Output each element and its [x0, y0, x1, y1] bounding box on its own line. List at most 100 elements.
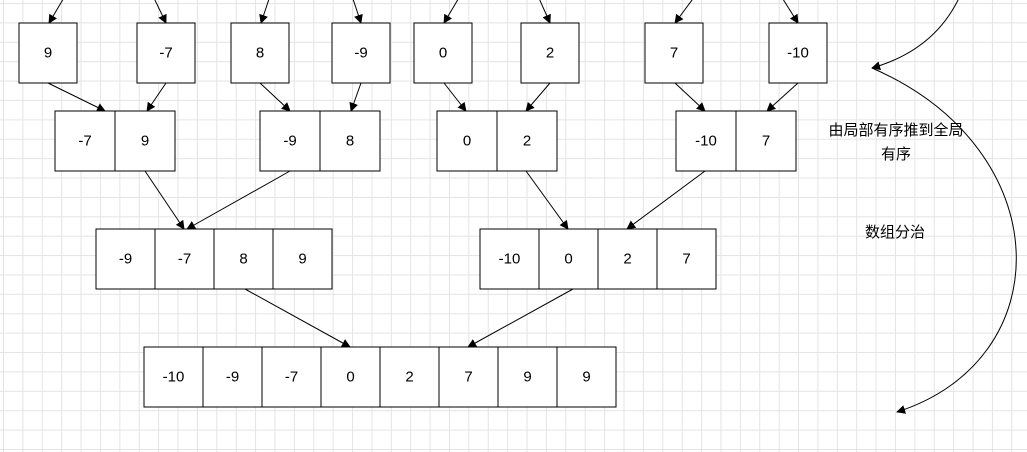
array-cell: [114, 110, 176, 172]
incoming-arrow: [352, 0, 363, 24]
merge-arrow: [349, 82, 362, 112]
array-cell: [496, 110, 558, 172]
cell-value: 2: [623, 251, 631, 268]
array-group: 9: [18, 22, 78, 84]
cell-value: 2: [523, 133, 531, 150]
merge-arrow: [766, 82, 799, 112]
cell-value: -9: [119, 251, 132, 268]
array-cell: [675, 110, 737, 172]
cell-value: 8: [256, 45, 264, 62]
array-cell: [597, 228, 658, 290]
cell-value: 2: [405, 369, 413, 386]
array-cell: [136, 22, 196, 84]
array-group: -9 8: [259, 110, 381, 172]
array-cell: [436, 110, 498, 172]
cell-value: -10: [695, 133, 717, 150]
array-cell: [497, 346, 558, 408]
incoming-arrow: [48, 0, 64, 24]
cell-value: 0: [439, 45, 447, 62]
merge-arrow: [525, 82, 551, 112]
array-cell: [656, 228, 717, 290]
array-cell: [18, 22, 78, 84]
array-cell: [768, 22, 828, 84]
annotation-divide-and-conquer: 数组分治: [864, 224, 925, 241]
annotation-local-to-global: 由局部有序推到全局有序: [828, 122, 964, 163]
array-group: -9: [331, 22, 391, 84]
array-cell: [520, 22, 580, 84]
cell-value: -9: [354, 45, 367, 62]
merge-arrow: [259, 82, 291, 112]
cell-value: 7: [670, 45, 678, 62]
incoming-arrow: [674, 0, 693, 24]
array-cell: [272, 228, 333, 290]
merge-arrow: [674, 82, 706, 112]
array-cell: [331, 22, 391, 84]
merge-arrow: [244, 288, 351, 348]
cell-value: 7: [682, 251, 690, 268]
incoming-arrow: [259, 0, 270, 24]
cell-value: 0: [463, 133, 471, 150]
cell-value: 2: [546, 45, 554, 62]
array-group: 2: [520, 22, 580, 84]
array-cell: [438, 346, 499, 408]
array-cell: [95, 228, 156, 290]
cell-value: -10: [499, 251, 521, 268]
array-cell: [54, 110, 116, 172]
cell-value: -7: [159, 45, 172, 62]
array-group: 8: [230, 22, 290, 84]
cell-value: 9: [141, 133, 149, 150]
merge-arrow: [186, 170, 291, 230]
array-group: -7: [136, 22, 196, 84]
array-group: 7: [644, 22, 704, 84]
merge-arrow: [525, 170, 569, 230]
array-cell: [479, 228, 540, 290]
array-cell: [213, 228, 274, 290]
right-curve-arrow: [871, 0, 959, 71]
merge-arrow: [144, 170, 185, 230]
array-group: -10: [768, 22, 828, 84]
array-group: -10 0 2 7: [479, 228, 717, 290]
cell-value: 8: [346, 133, 354, 150]
incoming-arrow: [782, 0, 799, 24]
array-cell: [202, 346, 263, 408]
cell-value: -7: [285, 369, 298, 386]
array-cell: [154, 228, 215, 290]
cell-value: -10: [163, 369, 185, 386]
array-cell: [644, 22, 704, 84]
array-cell: [379, 346, 440, 408]
cell-value: 0: [346, 369, 354, 386]
merge-arrow: [443, 82, 467, 112]
cell-value: 0: [564, 251, 572, 268]
merge-arrow: [47, 82, 106, 112]
incoming-arrow: [539, 0, 551, 24]
cell-value: -7: [78, 133, 91, 150]
cell-value: 7: [464, 369, 472, 386]
cell-value: 9: [298, 251, 306, 268]
array-cell: [735, 110, 797, 172]
cell-value: 8: [239, 251, 247, 268]
cell-value: 9: [523, 369, 531, 386]
merge-arrow: [467, 288, 574, 348]
cell-value: -9: [226, 369, 239, 386]
cell-value: -7: [178, 251, 191, 268]
incoming-arrow: [443, 0, 459, 24]
cell-value: 9: [44, 45, 52, 62]
incoming-arrow: [154, 0, 167, 24]
array-cell: [259, 110, 321, 172]
array-group: 0: [413, 22, 473, 84]
array-group: -7 9: [54, 110, 176, 172]
array-cell: [556, 346, 617, 408]
right-curve-arrow: [871, 67, 1017, 414]
merge-arrow: [146, 82, 167, 112]
array-group: -9 -7 8 9: [95, 228, 333, 290]
cell-value: 7: [762, 133, 770, 150]
array-cell: [230, 22, 290, 84]
array-cell: [538, 228, 599, 290]
array-group: -10 7: [675, 110, 797, 172]
cell-value: -9: [283, 133, 296, 150]
array-cell: [319, 110, 381, 172]
array-cell: [413, 22, 473, 84]
